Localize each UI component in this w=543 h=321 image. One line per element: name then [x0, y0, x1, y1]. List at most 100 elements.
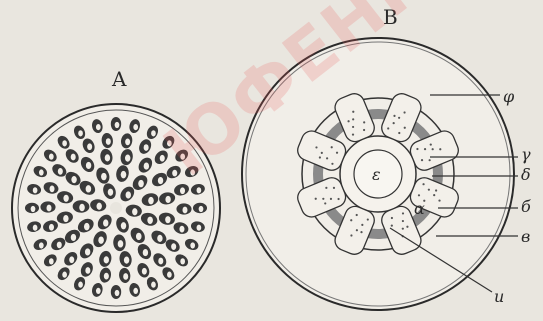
cell-a-nucleus — [115, 290, 120, 296]
cell-a-nucleus — [78, 130, 83, 136]
lobe-b-granule — [324, 202, 326, 204]
cell-a-nucleus — [180, 154, 185, 160]
cell-a-nucleus — [96, 124, 101, 130]
lobe-b-granule — [352, 126, 354, 128]
lobe-b-granule — [398, 132, 400, 134]
lobe-b-granule — [428, 189, 430, 191]
lobe-b-granule — [331, 163, 333, 165]
cell-a-nucleus — [78, 282, 83, 288]
callout-v: в — [521, 227, 530, 246]
cell-a-nucleus — [179, 226, 184, 233]
callout-u: u — [494, 287, 504, 306]
cell-a-nucleus — [118, 240, 124, 247]
cell-a-nucleus — [71, 154, 76, 161]
cell-a-nucleus — [190, 169, 195, 175]
cell-a-nucleus — [97, 203, 102, 210]
callout-b: б — [521, 197, 531, 216]
lobe-b-granule — [350, 219, 352, 221]
lobe-b-granule — [315, 198, 317, 200]
callout-delta: δ — [521, 165, 531, 184]
cell-a-nucleus — [62, 272, 67, 278]
cell-a-nucleus — [63, 215, 68, 222]
cell-a-nucleus — [104, 256, 109, 263]
lobe-b-granule — [402, 228, 404, 230]
cell-a-nucleus — [123, 273, 128, 280]
lobe-b-granule — [391, 217, 393, 219]
lobe-b-granule — [433, 194, 435, 196]
cell-a-nucleus — [71, 176, 76, 183]
cell-a-nucleus — [106, 138, 111, 145]
cell-a-nucleus — [148, 197, 154, 204]
cell-a-nucleus — [165, 216, 170, 223]
panel-a-label: A — [111, 67, 127, 91]
lobe-b-granule — [387, 127, 389, 129]
cell-a-nucleus — [171, 243, 176, 250]
lobe-b-granule — [321, 152, 323, 154]
cell-a-nucleus — [31, 206, 36, 212]
cell-a-nucleus — [121, 222, 126, 229]
lobe-b-granule — [432, 148, 434, 150]
cell-a-nucleus — [33, 225, 38, 231]
lobe-b-granule — [416, 148, 418, 150]
lobe-b-granule — [418, 194, 420, 196]
lobe-b-granule — [406, 226, 408, 228]
callout-phi: φ — [503, 87, 515, 106]
cell-a-nucleus — [144, 162, 149, 169]
cell-a-nucleus — [190, 242, 195, 248]
cell-a-nucleus — [85, 267, 90, 274]
lobe-b-granule — [319, 156, 321, 158]
cell-a-nucleus — [84, 223, 90, 230]
cell-a-nucleus — [115, 122, 120, 128]
panel-a: A — [12, 67, 220, 312]
cell-a-nucleus — [33, 187, 38, 193]
cell-a-nucleus — [199, 206, 204, 212]
lobe-b-granule — [350, 234, 352, 236]
lobe-b-granule — [402, 212, 404, 214]
cell-a-nucleus — [180, 258, 185, 264]
cell-a-nucleus — [85, 248, 90, 255]
lobe-b-granule — [347, 120, 349, 122]
cell-a-nucleus — [142, 268, 147, 275]
cell-a-nucleus — [151, 282, 156, 288]
lobe-b-granule — [337, 198, 339, 200]
cell-a-nucleus — [180, 187, 185, 194]
panel-b-label: B — [383, 5, 398, 29]
lobe-b-granule — [403, 111, 405, 113]
lobe-b-granule — [356, 229, 358, 231]
cell-a-nucleus — [125, 155, 130, 162]
lobe-b-granule — [363, 129, 365, 131]
lobe-b-granule — [352, 133, 354, 135]
cell-a-nucleus — [121, 171, 127, 178]
lobe-b-granule — [352, 111, 354, 113]
cell-a-nucleus — [108, 189, 113, 196]
cell-a-nucleus — [126, 191, 131, 198]
lobe-b-granule — [326, 157, 328, 159]
cell-a-nucleus — [157, 235, 162, 242]
cell-a-nucleus — [103, 219, 108, 226]
cell-a-nucleus — [58, 168, 63, 175]
cell-a-nucleus — [133, 124, 138, 130]
cell-a-nucleus — [132, 208, 137, 215]
cell-a-center — [110, 202, 122, 214]
cell-a-nucleus — [62, 140, 67, 146]
cell-a-nucleus — [105, 154, 110, 161]
cell-a-nucleus — [101, 173, 107, 180]
lobe-b-granule — [402, 220, 404, 222]
cell-a-nucleus — [136, 233, 142, 240]
lobe-b-granule — [429, 159, 431, 161]
cell-a-nucleus — [151, 130, 156, 136]
lobe-b-granule — [322, 198, 324, 200]
cell-a-nucleus — [182, 207, 187, 214]
cell-a-nucleus — [124, 257, 129, 264]
cell-a-nucleus — [39, 242, 44, 248]
lobe-b-granule — [356, 214, 358, 216]
callout-eps: ε — [372, 165, 381, 184]
cell-a-nucleus — [63, 195, 68, 202]
cell-a-nucleus — [104, 273, 109, 280]
lobe-b-granule — [421, 159, 423, 161]
lobe-b-granule — [331, 146, 333, 148]
cell-a-nucleus — [167, 272, 172, 278]
cell-a-nucleus — [147, 217, 153, 224]
cell-a-nucleus — [49, 224, 54, 231]
cell-a-nucleus — [172, 170, 177, 177]
